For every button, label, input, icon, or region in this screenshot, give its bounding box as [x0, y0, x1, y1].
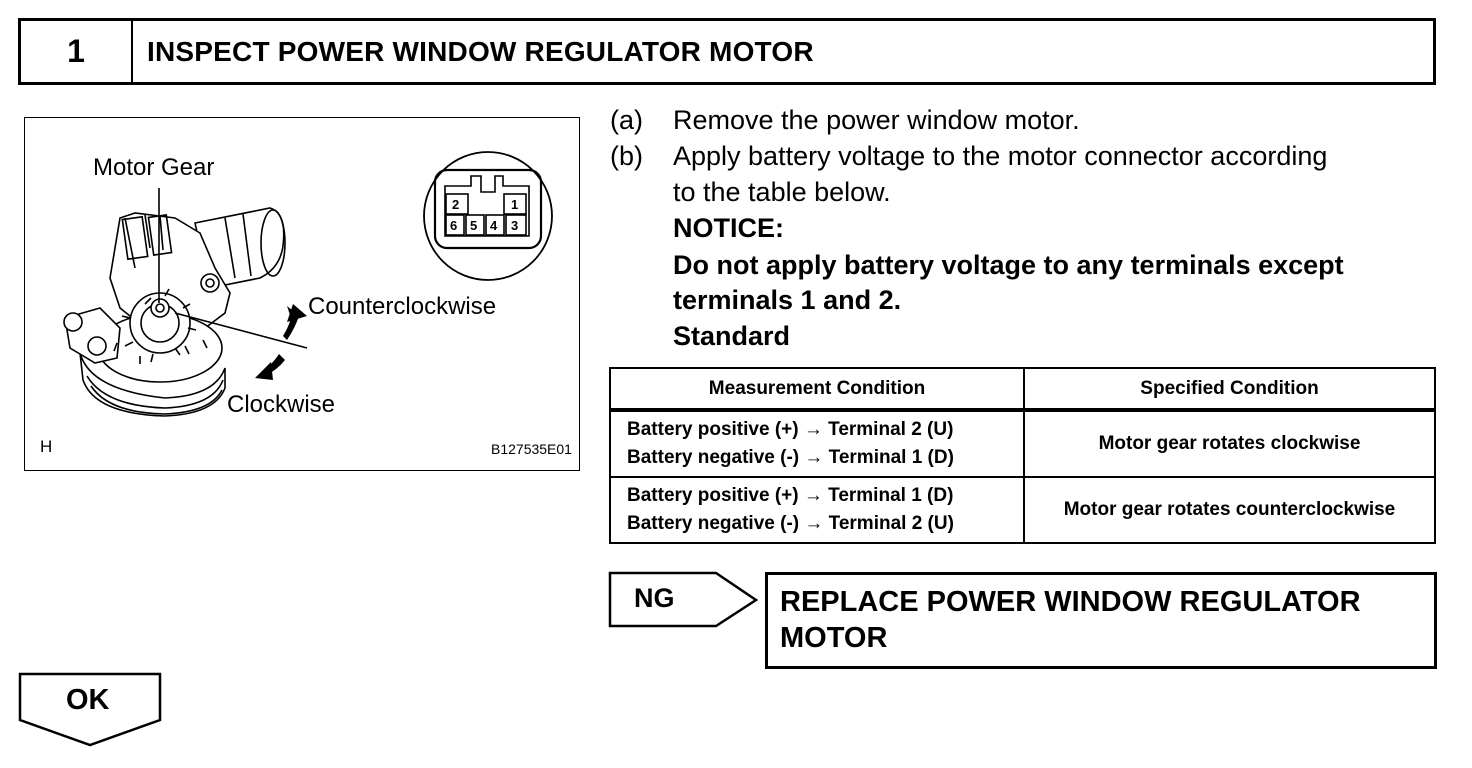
- clockwise-label: Clockwise: [227, 391, 336, 418]
- notice-heading: NOTICE:: [673, 213, 784, 243]
- ng-result-box: REPLACE POWER WINDOW REGULATOR MOTOR: [765, 572, 1437, 669]
- instruction-b-text-line2: to the table below.: [673, 177, 891, 207]
- figure-code: B127535E01: [491, 441, 572, 457]
- ng-arrow[interactable]: NG: [608, 571, 760, 634]
- instruction-a-marker: (a): [610, 105, 643, 135]
- spec-table: Measurement Condition Specified Conditio…: [609, 367, 1436, 544]
- step-title: INSPECT POWER WINDOW REGULATOR MOTOR: [147, 35, 814, 67]
- ng-result-line2: MOTOR: [780, 622, 888, 654]
- ok-arrow-shape: [18, 672, 162, 747]
- condition-line: Battery negative (-) → Terminal 2 (U): [627, 513, 954, 534]
- pin-2: 2: [452, 197, 460, 212]
- motor-drawing: [63, 151, 553, 417]
- specified-cell: Motor gear rotates counterclockwise: [1023, 476, 1436, 544]
- table-row: Battery positive (+) → Terminal 1 (D) Ba…: [609, 476, 1436, 544]
- notice-line2: terminals 1 and 2.: [673, 285, 902, 315]
- instruction-b-marker: (b): [610, 141, 643, 171]
- measurement-cell: Battery positive (+) → Terminal 1 (D) Ba…: [609, 476, 1025, 544]
- condition-line: Battery positive (+) → Terminal 1 (D): [627, 485, 954, 506]
- pin-1: 1: [511, 197, 519, 212]
- pin-4: 4: [490, 218, 498, 233]
- pin-6: 6: [450, 218, 458, 233]
- ng-label: NG: [634, 583, 675, 613]
- condition-line: Battery positive (+) → Terminal 2 (U): [627, 419, 954, 440]
- measurement-cell: Battery positive (+) → Terminal 2 (U) Ba…: [609, 409, 1025, 478]
- specified-cell: Motor gear rotates clockwise: [1023, 409, 1436, 478]
- condition-line: Battery negative (-) → Terminal 1 (D): [627, 447, 954, 468]
- ok-arrow[interactable]: OK: [18, 672, 164, 753]
- standard-label: Standard: [673, 321, 791, 351]
- pin-3: 3: [511, 218, 519, 233]
- counterclockwise-label: Counterclockwise: [308, 293, 497, 320]
- ng-arrow-shape: [608, 571, 759, 628]
- notice-line1: Do not apply battery voltage to any term…: [673, 250, 1344, 280]
- header-specified: Specified Condition: [1023, 367, 1436, 411]
- instruction-b-text-line1: Apply battery voltage to the motor conne…: [673, 141, 1328, 171]
- header-measurement: Measurement Condition: [609, 367, 1025, 411]
- pin-5: 5: [470, 218, 478, 233]
- step-header: 1 INSPECT POWER WINDOW REGULATOR MOTOR: [18, 18, 1436, 85]
- motor-gear-label: Motor Gear: [93, 154, 215, 181]
- ok-label: OK: [66, 684, 110, 716]
- ng-result-line1: REPLACE POWER WINDOW REGULATOR: [780, 586, 1361, 618]
- motor-illustration: Motor Gear Counterclockwise Clockwise H …: [24, 117, 580, 471]
- view-letter: H: [40, 437, 53, 456]
- table-row: Battery positive (+) → Terminal 2 (U) Ba…: [609, 409, 1436, 478]
- step-number: 1: [21, 21, 133, 82]
- instruction-a-text: Remove the power window motor.: [673, 105, 1080, 135]
- table-header-row: Measurement Condition Specified Conditio…: [609, 367, 1436, 411]
